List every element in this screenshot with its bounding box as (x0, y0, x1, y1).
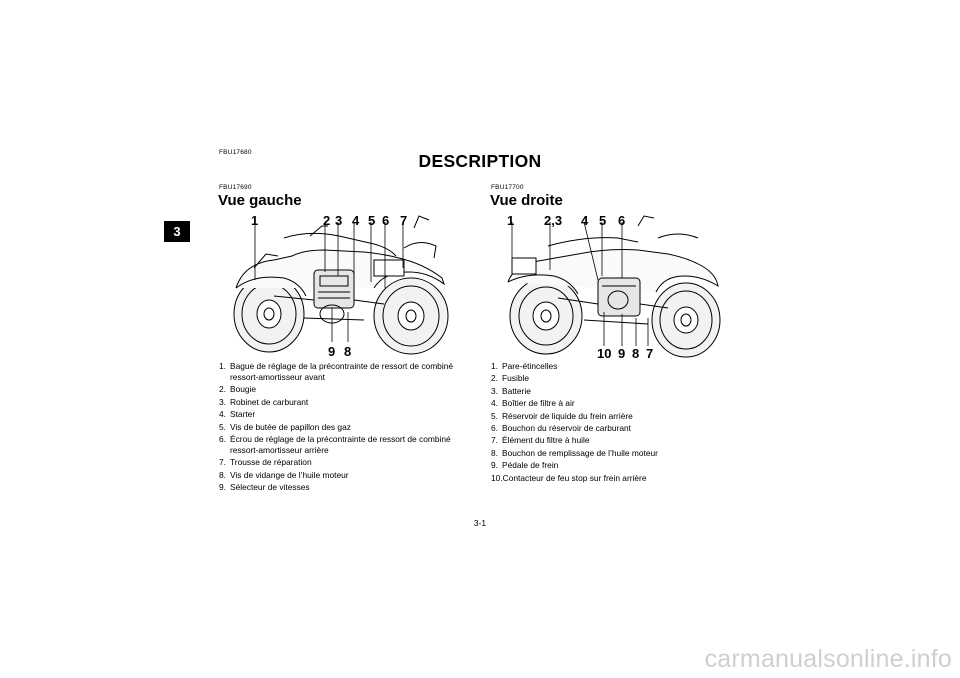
list-item: 7.Trousse de réparation (219, 457, 312, 468)
callout-label: 5 (599, 213, 607, 228)
left-view-figure: 1 2 3 4 5 6 7 9 8 (214, 208, 458, 360)
list-item: 2.Bougie (219, 384, 257, 395)
list-item: 4.Starter (219, 409, 256, 420)
page-number: 3-1 (473, 518, 487, 528)
atv-left-view-illustration (233, 215, 449, 355)
list-item: 2.Fusible (491, 373, 529, 384)
chapter-tab: 3 (164, 221, 190, 242)
list-item: 7.Élément du filtre à huile (491, 435, 590, 446)
watermark: carmanualsonline.info (704, 645, 952, 673)
list-item: 3.Batterie (491, 385, 531, 396)
list-item: 6.Écrou de réglage de la précontrainte d… (219, 433, 451, 455)
callout-label: 1 (251, 213, 259, 228)
list-item: 10.Contacteur de feu stop sur frein arri… (491, 472, 647, 483)
right-view-figure: 1 2,3 4 5 6 10 9 8 7 (488, 208, 736, 360)
header-code: FBU17680 (219, 149, 252, 156)
list-item: 1.Pare-étincelles (491, 361, 558, 371)
list-item: 9.Pédale de frein (491, 460, 559, 471)
list-item: 8.Bouchon de remplissage de l’huile mote… (491, 447, 658, 458)
left-legend-list: 1.Bague de réglage de la précontrainte d… (219, 361, 461, 495)
callout-label: 3 (335, 213, 343, 228)
list-item: 6.Bouchon du réservoir de carburant (491, 422, 631, 433)
left-section-code: FBU17690 (219, 184, 252, 191)
callout-label: 6 (618, 213, 626, 228)
callout-label: 10 (597, 346, 612, 361)
list-item: 5.Réservoir de liquide du frein arrière (491, 410, 633, 421)
callout-label: 1 (507, 213, 515, 228)
callout-label: 8 (344, 344, 352, 359)
list-item: 9.Sélecteur de vitesses (219, 482, 310, 493)
list-item: 4.Boîtier de filtre à air (491, 398, 575, 409)
atv-right-view-illustration (507, 215, 721, 358)
callout-label: 2 (323, 213, 331, 228)
list-item: 8.Vis de vidange de l’huile moteur (219, 469, 349, 480)
callout-label: 2,3 (544, 213, 563, 228)
callout-label: 5 (368, 213, 376, 228)
callout-label: 9 (618, 346, 626, 361)
left-section-title: Vue gauche (218, 192, 302, 209)
right-section-code: FBU17700 (491, 184, 524, 191)
page-title: DESCRIPTION (418, 151, 542, 171)
right-legend-list: 1.Pare-étincelles 2.Fusible 3.Batterie 4… (491, 361, 741, 485)
callout-label: 8 (632, 346, 640, 361)
callout-label: 4 (581, 213, 589, 228)
callout-label: 4 (352, 213, 360, 228)
callout-label: 7 (400, 213, 408, 228)
right-section-title: Vue droite (490, 192, 563, 209)
list-item: 5.Vis de butée de papillon des gaz (219, 421, 351, 432)
callout-label: 6 (382, 213, 390, 228)
callout-label: 9 (328, 344, 336, 359)
list-item: 3.Robinet de carburant (219, 396, 309, 407)
list-item: 1.Bague de réglage de la précontrainte d… (219, 361, 454, 382)
callout-label: 7 (646, 346, 654, 361)
